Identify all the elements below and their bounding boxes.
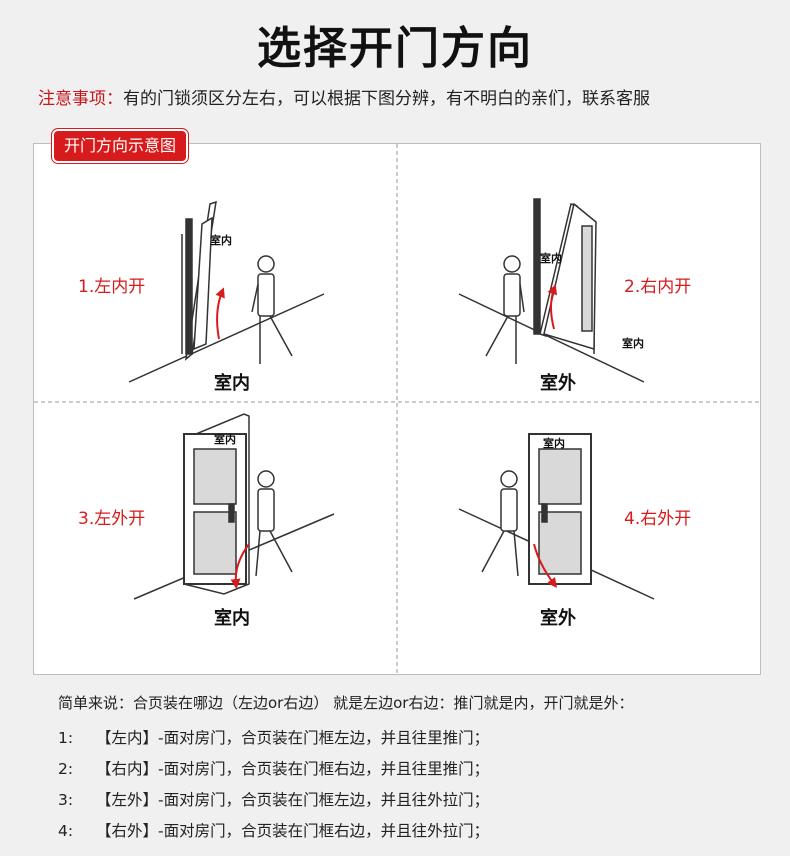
door-sign-1: 室内 <box>210 234 232 247</box>
rule-item: 4:【右外】-面对房门，合页装在门框右边，并且往外拉门； <box>58 822 490 840</box>
room-caption-1: 室内 <box>214 373 250 394</box>
notice-label: 注意事项： <box>38 89 123 109</box>
room-caption-3: 室内 <box>214 608 250 629</box>
quadrant-label-left-inward: 1.左内开 <box>78 277 146 297</box>
rule-item: 2:【右内】-面对房门，合页装在门框右边，并且往里推门； <box>58 760 490 778</box>
notice: 注意事项：有的门锁须区分左右，可以根据下图分辨，有不明白的亲们，联系客服 <box>38 84 650 109</box>
notice-text: 有的门锁须区分左右，可以根据下图分辨，有不明白的亲们，联系客服 <box>123 89 650 109</box>
quadrant-label-right-inward: 2.右内开 <box>624 277 692 297</box>
rule-item: 3:【左外】-面对房门，合页装在门框左边，并且往外拉门； <box>58 791 490 809</box>
door-sign-3: 室内 <box>214 433 236 446</box>
door-direction-diagram: 1.左内开 2.右内开 3.左外开 4.右外开 室内 室内 室内 室内 室内 室… <box>33 143 761 675</box>
door-left-inward-icon <box>128 200 325 383</box>
summary-text: 简单来说：合页装在哪边（左边or右边） 就是左边or右边：推门就是内，开门就是外… <box>58 694 634 712</box>
page-title: 选择开门方向 <box>257 23 533 74</box>
room-caption-4: 室外 <box>540 608 576 629</box>
diagram-drawing <box>34 144 760 674</box>
door-right-inward-icon <box>458 198 645 383</box>
quadrant-label-right-outward: 4.右外开 <box>624 509 692 529</box>
door-right-outward-icon <box>458 433 655 600</box>
diagram-badge: 开门方向示意图 <box>52 129 189 163</box>
door-left-outward-icon <box>133 413 335 600</box>
rule-item: 1:【左内】-面对房门，合页装在门框左边，并且往里推门； <box>58 729 490 747</box>
door-sign-4: 室内 <box>543 437 565 450</box>
outside-sign-2: 室内 <box>622 337 644 350</box>
room-caption-2: 室外 <box>540 373 576 394</box>
quadrant-label-left-outward: 3.左外开 <box>78 509 146 529</box>
door-sign-2: 室内 <box>540 252 562 265</box>
